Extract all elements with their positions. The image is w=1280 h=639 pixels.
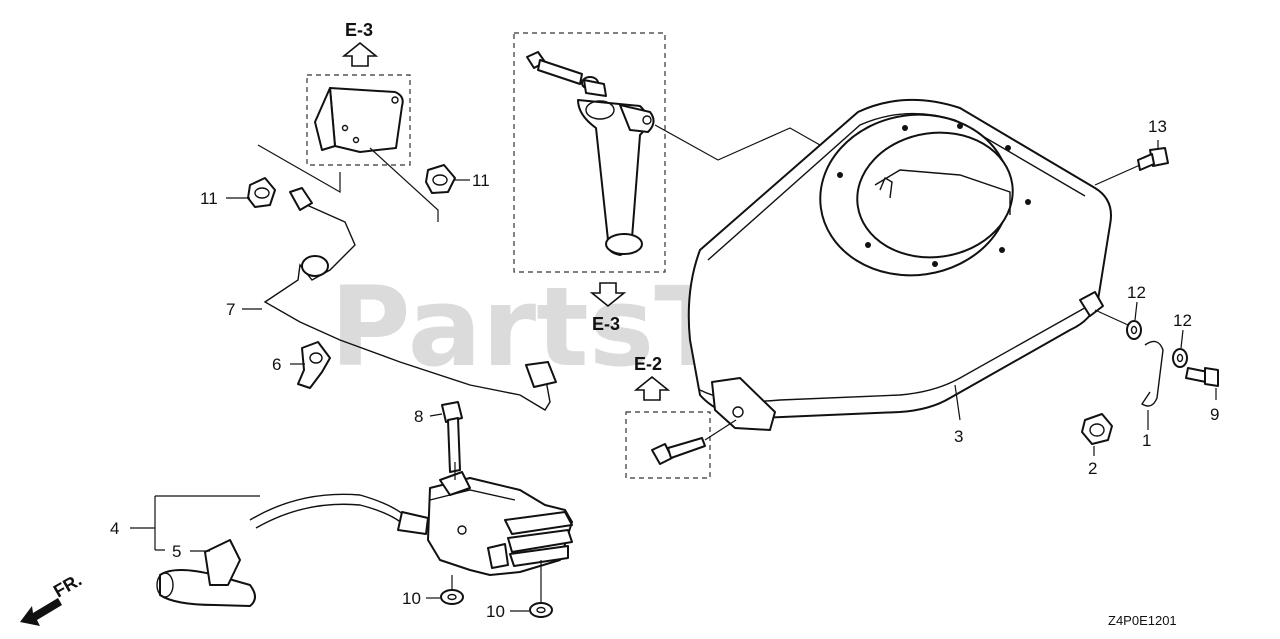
clip-right-part[interactable]	[425, 164, 456, 194]
callout-7: 7	[226, 300, 235, 319]
rim-hole	[837, 172, 843, 178]
fan-cover-part[interactable]	[687, 98, 1112, 431]
bolt-13-part[interactable]	[1137, 147, 1169, 171]
callout-1: 1	[1142, 431, 1151, 450]
callout-12a-leader	[1134, 301, 1138, 321]
starter-bolt[interactable]	[526, 51, 607, 97]
bolt-13-cover-leader	[1094, 164, 1141, 186]
callout-6: 6	[272, 355, 281, 374]
callout-4-leader	[130, 495, 260, 551]
callout-10b: 10	[486, 602, 505, 621]
callout-2: 2	[1088, 459, 1097, 478]
bracket-leader-right	[369, 147, 439, 222]
callout-3-leader	[954, 384, 961, 421]
bolt-9-part[interactable]	[1185, 367, 1219, 387]
e2-bolt[interactable]	[651, 437, 706, 465]
ignition-coil-part[interactable]	[427, 471, 573, 576]
callout-13: 13	[1148, 117, 1167, 136]
ref-e3-mid-label: E-3	[592, 314, 620, 334]
callout-8: 8	[414, 407, 423, 426]
callout-12b-leader	[1180, 329, 1184, 349]
starter-tube-part[interactable]	[577, 99, 655, 256]
ref-e2-arrow-icon	[633, 375, 671, 401]
grommet-part[interactable]	[1081, 413, 1113, 445]
callout-12b: 12	[1173, 311, 1192, 330]
clip-left-part[interactable]	[247, 177, 276, 208]
e2-leader-line	[704, 419, 737, 441]
rim-hole	[957, 123, 963, 129]
starter-dashed-box	[513, 32, 666, 273]
rim-hole	[1005, 145, 1011, 151]
callout-12a: 12	[1127, 283, 1146, 302]
washer-12a-part[interactable]	[1126, 320, 1142, 340]
washer-12b-part[interactable]	[1172, 348, 1188, 368]
bracket-dashed-box	[306, 74, 411, 166]
ref-e3-top-arrow-icon	[341, 41, 379, 67]
rim-hole	[1025, 199, 1031, 205]
right-parts-leader	[1094, 309, 1129, 326]
spark-plug-wire-outline	[255, 503, 409, 529]
wire-clamp-part[interactable]	[297, 341, 331, 389]
rim-hole	[999, 247, 1005, 253]
ref-e3-top-label: E-3	[345, 20, 373, 40]
washer-right-part[interactable]	[529, 602, 553, 618]
spark-plug-wire	[249, 493, 411, 521]
coil-bolt[interactable]	[441, 401, 463, 473]
bracket-leader-left	[257, 144, 341, 194]
front-direction-arrow-icon	[20, 598, 62, 626]
ref-e3-mid-arrow-icon	[589, 282, 627, 308]
starter-leader-line	[654, 124, 821, 161]
ref-e2-label: E-2	[634, 354, 662, 374]
callout-5: 5	[172, 542, 181, 561]
callout-8-leader	[429, 413, 443, 417]
callout-4: 4	[110, 519, 119, 538]
callout-9: 9	[1210, 405, 1219, 424]
washer-left-part[interactable]	[440, 589, 464, 605]
callout-11b: 11	[472, 171, 490, 190]
rim-hole	[932, 261, 938, 267]
callout-10a: 10	[402, 589, 421, 608]
bracket-part[interactable]	[314, 87, 404, 153]
rim-hole	[902, 125, 908, 131]
rim-hole	[865, 242, 871, 248]
spring-part[interactable]	[1141, 340, 1164, 407]
spark-plug-cap-part[interactable]	[156, 539, 256, 607]
stop-switch-wire-part[interactable]	[263, 187, 557, 411]
e2-dashed-box	[625, 411, 711, 479]
direction-indicator: FR.	[50, 570, 85, 602]
callout-11a: 11	[200, 189, 218, 208]
drawing-code: Z4P0E1201	[1108, 613, 1177, 628]
callout-3: 3	[954, 427, 963, 446]
